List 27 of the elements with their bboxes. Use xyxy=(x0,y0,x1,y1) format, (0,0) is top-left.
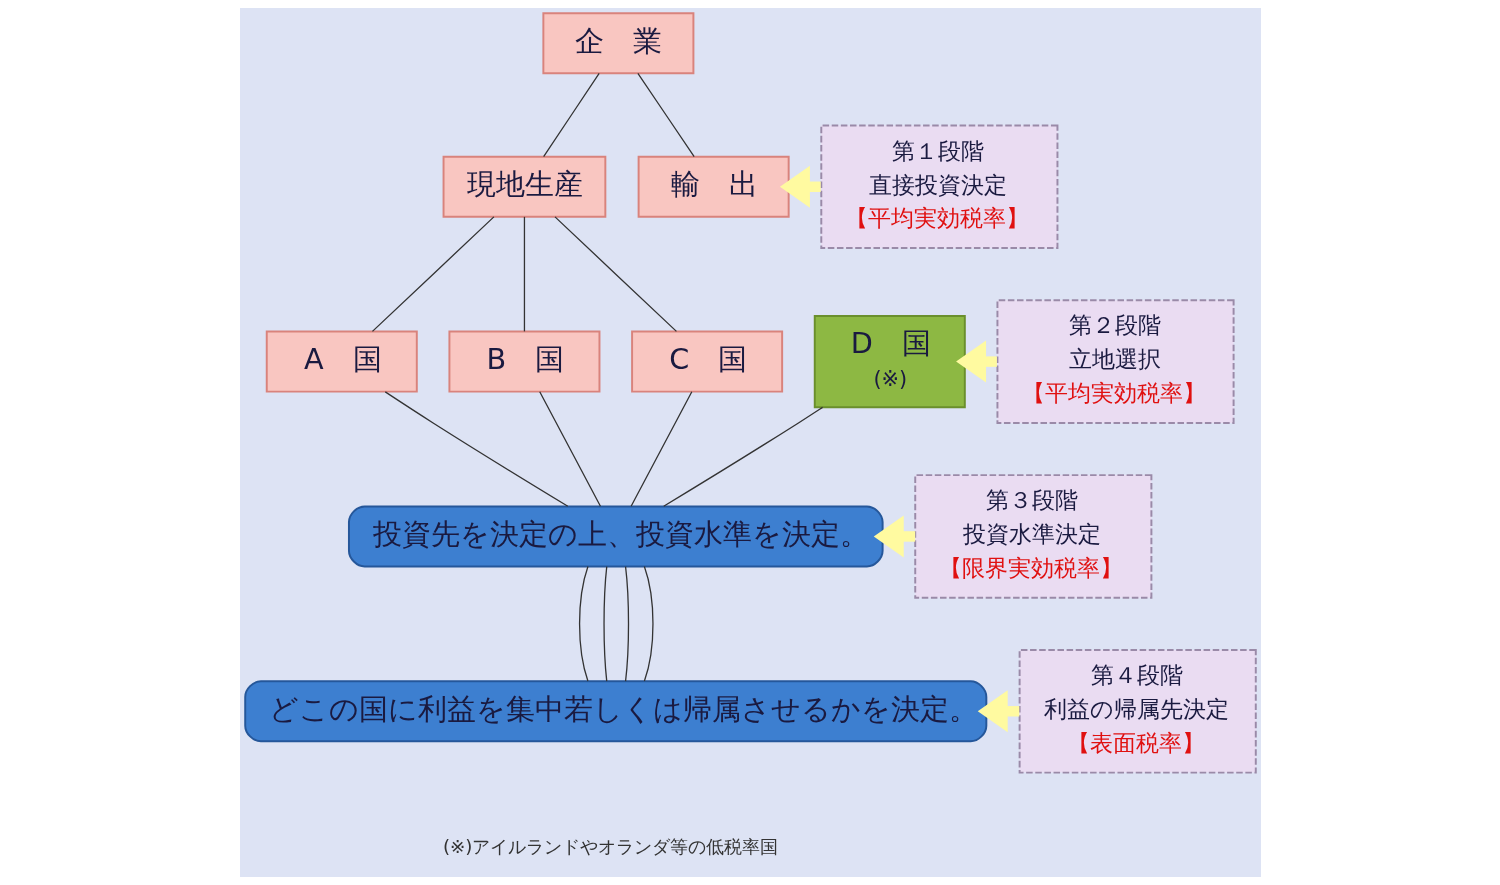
connector xyxy=(636,72,695,158)
node-box: 投資先を決定の上、投資水準を決定。 xyxy=(347,505,884,568)
connector xyxy=(553,216,677,332)
node-box: 第１段階 直接投資決定 【平均実効税率】 xyxy=(819,124,1058,250)
connector xyxy=(624,565,629,682)
connector xyxy=(629,391,692,507)
node-box: 第４段階 利益の帰属先決定 【表面税率】 xyxy=(1018,649,1257,774)
connector xyxy=(538,391,601,507)
connector xyxy=(371,216,494,332)
connector xyxy=(662,406,823,507)
node-box: 第２段階 立地選択 【平均実効税率】 xyxy=(995,299,1235,424)
node-box: 企 業 xyxy=(541,12,694,75)
node-box: A 国 xyxy=(265,330,418,393)
connector xyxy=(523,216,525,332)
connector xyxy=(643,565,654,682)
node-box: 第３段階 投資水準決定 【限界実効税率】 xyxy=(913,474,1152,599)
node-box: 現地生産 xyxy=(442,155,606,218)
node-box: B 国 xyxy=(447,330,600,393)
label: (※)アイルランドやオランダ等の低税率国 xyxy=(442,836,778,858)
node-box: C 国 xyxy=(630,330,783,393)
node-box: どこの国に利益を集中若しくは帰属させるかを決定。 xyxy=(243,680,987,743)
node-box: 輸 出 xyxy=(637,155,790,218)
connector xyxy=(384,391,568,507)
node-box: D 国 (※) xyxy=(813,314,966,409)
connector xyxy=(578,565,589,682)
connector xyxy=(602,565,607,682)
connector xyxy=(542,72,600,158)
